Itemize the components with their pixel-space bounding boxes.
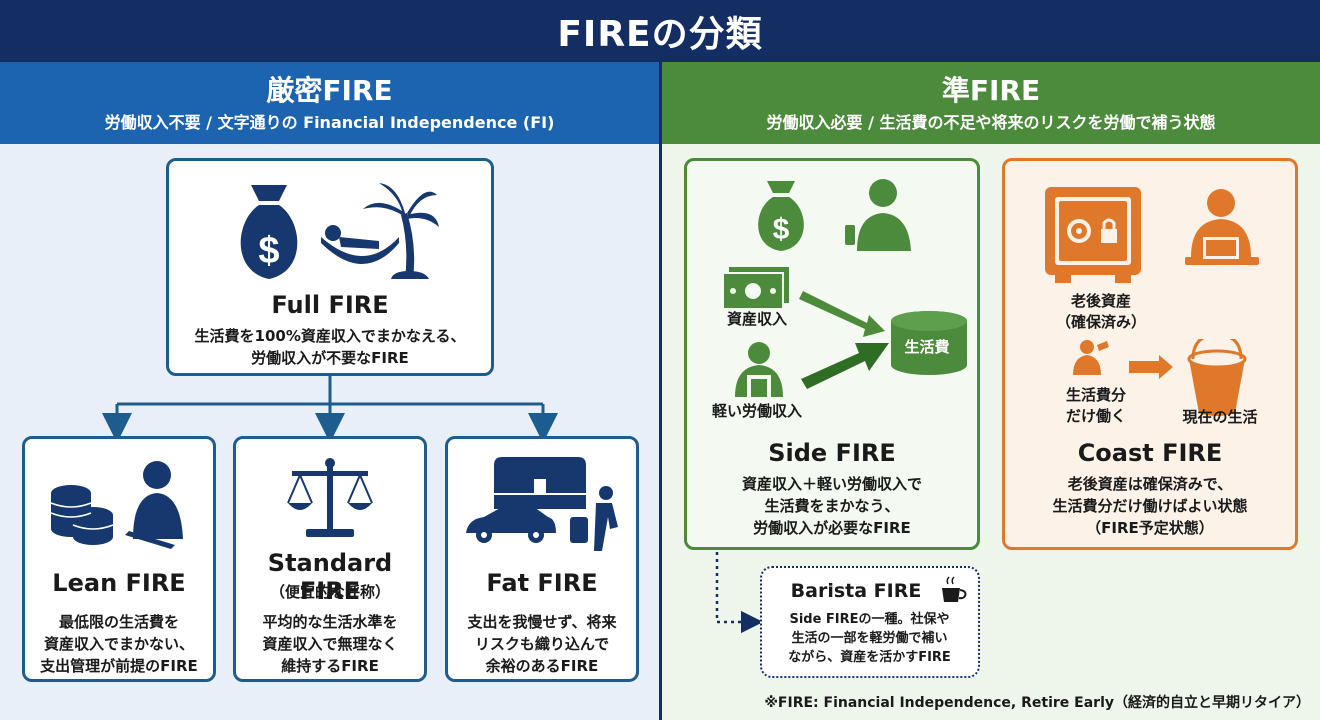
- barista-fire-desc: Side FIREの一種。社保や 生活の一部を軽労働で補い ながら、資産を活かす…: [788, 612, 951, 665]
- coins-person-icon: [50, 461, 183, 549]
- semi-fire-header: 準FIRE 労働収入必要 / 生活費の不足や将来のリスクを労働で補う状態: [662, 62, 1320, 144]
- side-fire-title: Side FIRE: [768, 439, 896, 467]
- standard-fire-title: Standard FIRE: [267, 549, 393, 605]
- panel-divider: [659, 62, 662, 720]
- full-fire-card: $ Full FIRE 生活費を100%資産収入でまかなえる、 労働収入が不要な…: [166, 158, 494, 376]
- banknote-icon: [723, 267, 789, 310]
- moneybag-worker-icon: $: [758, 179, 911, 251]
- full-fire-title: Full FIRE: [271, 291, 389, 319]
- strict-fire-header: 厳密FIRE 労働収入不要 / 文字通りの Financial Independ…: [0, 62, 659, 144]
- semi-fire-title: 準FIRE: [941, 74, 1041, 107]
- chest-car-traveler-icon: [466, 457, 618, 551]
- coast-fire-title: Coast FIRE: [1077, 439, 1223, 467]
- scale-icon: [287, 458, 373, 537]
- footnote: ※FIRE: Financial Independence, Retire Ea…: [764, 695, 1310, 711]
- side-fire-desc: 資産収入＋軽い労働収入で 生活費をまかなう、 労働収入が必要なFIRE: [741, 475, 922, 537]
- page-title: FIREの分類: [0, 0, 1320, 62]
- standard-fire-note: （便宜的な呼称）: [269, 583, 390, 601]
- fat-fire-card: Fat FIRE 支出を我慢せず、将来 リスクも織り込んで 余裕のあるFIRE: [445, 436, 639, 682]
- coast-current-life-label: 現在の生活: [1182, 408, 1258, 426]
- side-asset-income-label: 資産収入: [726, 310, 787, 328]
- lean-fire-card: Lean FIRE 最低限の生活費を 資産収入でまかない、 支出管理が前提のFI…: [22, 436, 216, 682]
- income-flow-arrows: [799, 291, 967, 389]
- svg-text:$: $: [773, 213, 790, 246]
- coast-retirement-label: 老後資産 （確保済み）: [1055, 292, 1146, 331]
- strict-fire-title: 厳密FIRE: [266, 74, 393, 107]
- standard-fire-card: Standard FIRE （便宜的な呼称） 平均的な生活水準を 資産収入で無理…: [233, 436, 427, 682]
- fat-fire-desc: 支出を我慢せず、将来 リスクも織り込んで 余裕のあるFIRE: [467, 613, 617, 675]
- barista-fire-title: Barista FIRE: [790, 580, 922, 602]
- work-to-current-life-icon: [1073, 339, 1247, 416]
- coast-fire-desc: 老後資産は確保済みで、 生活費分だけ働けばよい状態 （FIRE予定状態）: [1052, 475, 1248, 537]
- svg-text:$: $: [258, 230, 279, 272]
- light-worker-icon: [735, 342, 783, 397]
- full-fire-desc: 生活費を100%資産収入でまかなえる、 労働収入が不要なFIRE: [194, 327, 466, 367]
- side-living-cost-label: 生活費: [904, 338, 950, 356]
- money-hammock-icon: $: [240, 183, 439, 279]
- barista-fire-card: Barista FIRE Side FIREの一種。社保や 生活の一部を軽労働で…: [760, 566, 980, 678]
- coast-work-label: 生活費分 だけ働く: [1065, 386, 1126, 425]
- fat-fire-title: Fat FIRE: [486, 569, 598, 597]
- side-fire-card: $ 資産収入 軽い労働収入: [684, 158, 980, 550]
- semi-fire-subtitle: 労働収入必要 / 生活費の不足や将来のリスクを労働で補う状態: [766, 113, 1216, 132]
- lean-fire-desc: 最低限の生活費を 資産収入でまかない、 支出管理が前提のFIRE: [40, 613, 198, 675]
- side-light-work-label: 軽い労働収入: [711, 402, 802, 420]
- safe-worker-icon: [1045, 187, 1259, 283]
- strict-fire-subtitle: 労働収入不要 / 文字通りの Financial Independence (F…: [104, 113, 555, 132]
- standard-fire-desc: 平均的な生活水準を 資産収入で無理なく 維持するFIRE: [262, 613, 398, 675]
- coast-fire-card: 老後資産 （確保済み） 生活費分 だけ働く 現在の生活 Coast FIRE 老…: [1002, 158, 1298, 550]
- coffee-cup-icon: [942, 576, 967, 602]
- lean-fire-title: Lean FIRE: [52, 569, 186, 597]
